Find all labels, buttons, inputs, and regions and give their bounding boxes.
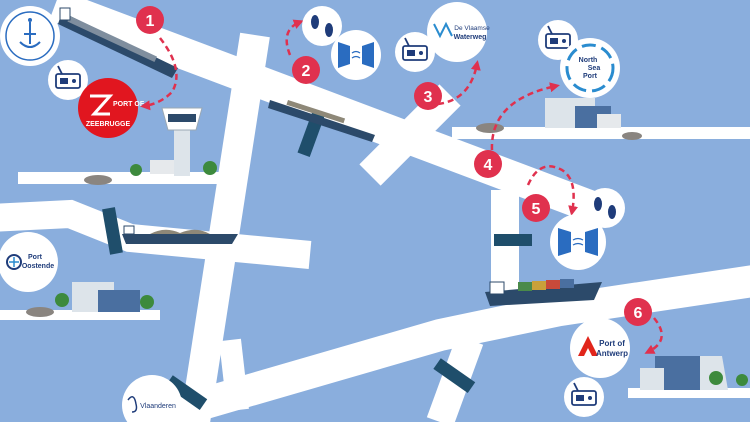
waterweg-line1: De Vlaamse xyxy=(454,25,490,32)
lock-2 xyxy=(102,207,123,255)
logo-nautical-service xyxy=(0,6,60,66)
step-badge-6: 6 xyxy=(624,298,652,326)
lock-5 xyxy=(433,358,476,393)
logo-port-oostende: Port Oostende xyxy=(0,232,58,292)
building-oostende xyxy=(26,282,154,317)
logo-vlaamse-waterweg: De Vlaamse Waterweg xyxy=(427,2,490,62)
arrow-step-1 xyxy=(140,37,178,111)
zeebrugge-line2: ZEEBRUGGE xyxy=(86,121,131,128)
step-number: 6 xyxy=(634,305,643,322)
step-badge-4: 4 xyxy=(474,150,502,178)
arrow-step-3 xyxy=(437,60,481,106)
land-strip-oostende xyxy=(0,310,160,320)
step-badge-3: 3 xyxy=(414,82,442,110)
arrow-step-4 xyxy=(490,82,560,151)
arrow-step-6 xyxy=(644,317,663,354)
canal-vertical-left xyxy=(180,32,270,422)
zeebrugge-line1: PORT OF xyxy=(113,101,145,108)
control-tower-icon xyxy=(84,107,217,185)
step-badge-1: 1 xyxy=(136,6,164,34)
lock-4 xyxy=(165,375,208,410)
step-badge-5: 5 xyxy=(522,194,550,222)
step-badge-2: 2 xyxy=(292,56,320,84)
antwerp-line1: Port of xyxy=(599,339,625,348)
ship-barge-oostende xyxy=(122,225,238,244)
lock-gate-icon xyxy=(331,30,381,80)
canal-small-branch xyxy=(219,338,249,412)
building-northsea xyxy=(476,98,642,140)
radio-transceiver-icon xyxy=(564,377,604,417)
northsea-line1: North xyxy=(579,57,598,64)
logo-port-antwerp: Port of Antwerp xyxy=(570,318,630,378)
land-strip-northsea xyxy=(452,127,750,139)
route-arrows xyxy=(140,19,663,354)
radio-transceiver-icon xyxy=(395,32,435,72)
arrow-step-2 xyxy=(285,19,304,56)
land-strip-zeebrugge xyxy=(18,172,230,184)
ship-top xyxy=(58,7,178,78)
step-number: 2 xyxy=(302,63,311,80)
radio-transceiver-icon xyxy=(48,60,88,100)
logo-vlaanderen: Vlaanderen xyxy=(122,375,182,422)
northsea-line3: Port xyxy=(583,73,598,80)
canal-branch-north xyxy=(359,84,461,186)
arrow-step-5 xyxy=(526,165,579,216)
oostende-line1: Port xyxy=(28,254,43,261)
land-strip-antwerp xyxy=(628,388,750,398)
ship-barge-mid xyxy=(268,100,375,142)
canal-main-diagonal xyxy=(49,0,606,225)
northsea-line2: Sea xyxy=(588,65,601,72)
step-number: 5 xyxy=(532,201,541,218)
logo-north-sea-port: North Sea Port xyxy=(560,38,620,98)
step-number: 1 xyxy=(146,13,155,30)
lock-gate-icon xyxy=(550,214,606,270)
oostende-line2: Oostende xyxy=(22,263,54,270)
canal-south xyxy=(135,265,750,422)
lock-3 xyxy=(494,234,532,246)
footsteps-icon xyxy=(302,6,342,46)
anchor-crest-icon xyxy=(19,18,41,48)
building-antwerp xyxy=(640,356,748,390)
waterweg-line2: Waterweg xyxy=(454,34,487,41)
step-number: 4 xyxy=(484,157,493,174)
footsteps-icon xyxy=(585,188,625,228)
antwerp-line2: Antwerp xyxy=(596,349,628,358)
vlaanderen-line1: Vlaanderen xyxy=(140,403,176,410)
step-number: 3 xyxy=(424,89,433,106)
logo-zeebrugge: PORT OF ZEEBRUGGE xyxy=(78,78,145,138)
cargo-ship-icon xyxy=(485,279,602,306)
